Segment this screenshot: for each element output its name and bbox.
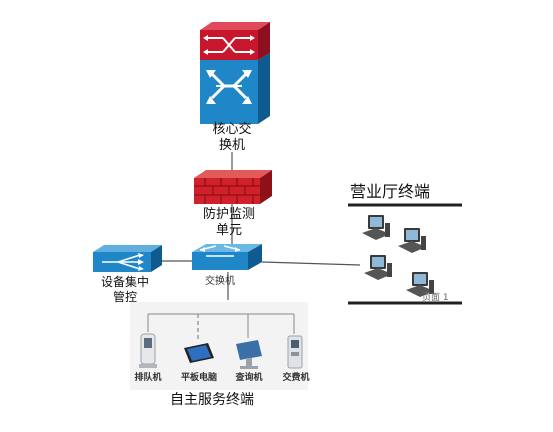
access-switch-icon bbox=[192, 244, 262, 270]
firewall-icon bbox=[194, 170, 272, 204]
device-mgmt-label-line1: 设备集中 bbox=[100, 275, 149, 289]
hall-pc-icon bbox=[364, 255, 392, 280]
link-switch-hall bbox=[261, 261, 361, 266]
core-switch-label-line1: 核心交 bbox=[212, 122, 252, 137]
device-mgmt-icon bbox=[93, 245, 162, 272]
device-mgmt-label: 设备集中 管控 bbox=[92, 275, 158, 305]
firewall-label-line2: 单元 bbox=[215, 223, 242, 238]
self-service-panel bbox=[130, 302, 308, 390]
hall-pc-icon bbox=[398, 228, 426, 253]
core-switch-label: 核心交 换机 bbox=[205, 122, 259, 154]
firewall-label: 防护监测 单元 bbox=[196, 207, 262, 239]
hall-terminals-title: 营业厅终端 bbox=[350, 182, 431, 201]
access-switch-label: 交换机 bbox=[205, 276, 235, 287]
terminal-label-payment: 交费机 bbox=[282, 373, 310, 383]
payment-machine-icon bbox=[287, 335, 303, 369]
terminal-label-queue: 排队机 bbox=[134, 373, 162, 383]
page-note: 页面 1 bbox=[422, 293, 449, 303]
queue-machine-icon bbox=[139, 333, 157, 368]
tablet-icon bbox=[184, 343, 214, 363]
device-mgmt-label-line2: 管控 bbox=[112, 290, 137, 304]
terminal-label-tablet: 平板电脑 bbox=[180, 373, 217, 383]
hall-pc-icon bbox=[406, 272, 434, 297]
hall-pc-icon bbox=[362, 215, 390, 240]
core-switch-icon bbox=[200, 22, 270, 124]
query-machine-icon bbox=[236, 340, 262, 369]
self-service-title: 自主服务终端 bbox=[170, 392, 254, 408]
core-switch-label-line2: 换机 bbox=[218, 138, 245, 153]
firewall-label-line1: 防护监测 bbox=[202, 207, 255, 222]
terminal-label-query: 查询机 bbox=[235, 373, 263, 383]
